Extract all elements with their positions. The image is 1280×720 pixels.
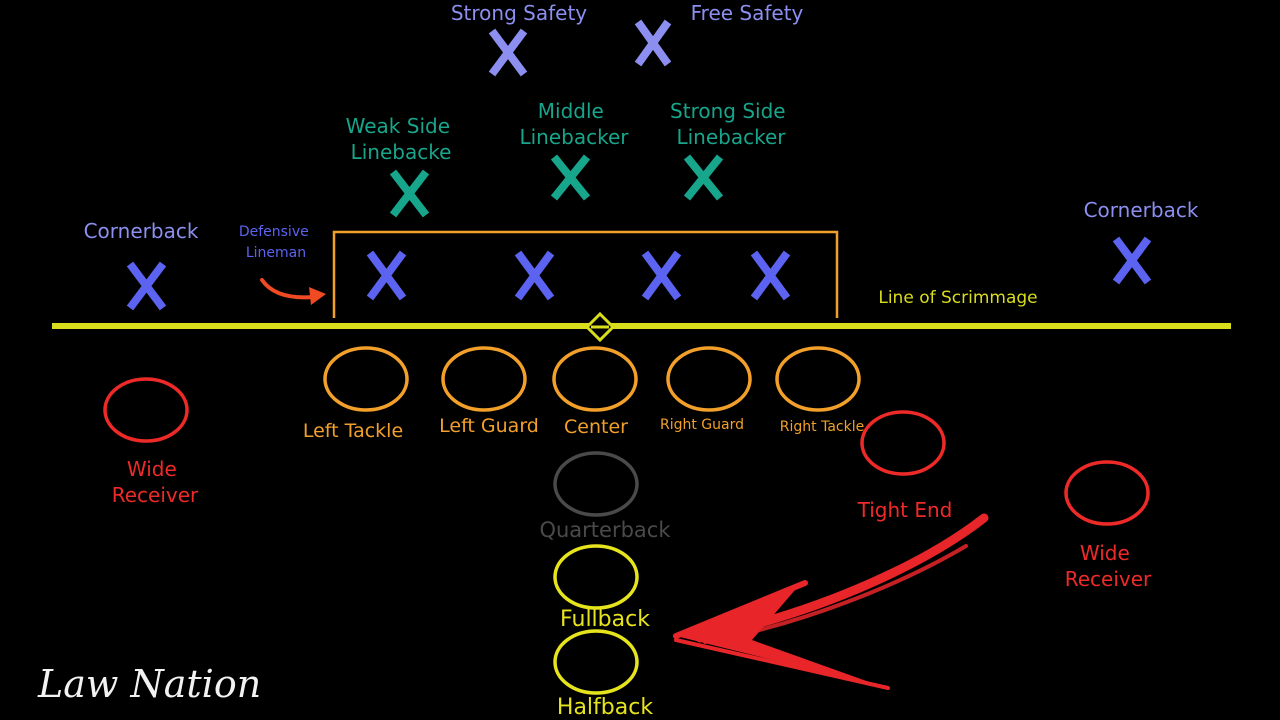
center: Center xyxy=(552,346,638,438)
fullback-label: Fullback xyxy=(560,607,650,632)
right-cornerback: Cornerback xyxy=(1084,198,1199,285)
strong-safety-x-icon xyxy=(488,28,528,77)
center-circle-icon xyxy=(552,346,638,412)
strong-side-linebacker-label: Strong Side Linebacker xyxy=(670,99,792,149)
halfback-circle-icon xyxy=(553,629,639,695)
middle-linebacker-label-line1: Middle xyxy=(538,99,604,123)
defensive-lineman-3-x-icon xyxy=(641,250,682,301)
defensive-lineman-4-x-icon xyxy=(750,250,791,301)
quarterback-label: Quarterback xyxy=(539,518,671,542)
tight-end-circle-icon xyxy=(860,410,946,476)
strong-safety-label: Strong Safety xyxy=(451,1,587,25)
right-wide-receiver-circle-icon xyxy=(1064,460,1150,526)
right-wide-receiver-label: Wide Receiver xyxy=(1065,541,1152,591)
right-cornerback-x-icon xyxy=(1112,236,1152,285)
weak-side-linebacker-label: Weak Side Linebacke xyxy=(346,114,457,164)
left-tackle-circle-icon xyxy=(323,346,409,412)
red-brush-arrow-icon xyxy=(673,513,989,690)
halfback-label: Halfback xyxy=(557,695,653,720)
left-cornerback-label: Cornerback xyxy=(84,219,199,243)
quarterback: Quarterback xyxy=(539,451,671,542)
left-tackle-label: Left Tackle xyxy=(303,420,403,442)
free-safety-x-icon xyxy=(634,19,672,67)
strong-side-linebacker: Strong Side Linebacker xyxy=(670,99,792,201)
right-wide-receiver-label-line1: Wide xyxy=(1080,541,1130,565)
center-label: Center xyxy=(564,416,628,438)
right-guard-circle-icon xyxy=(666,346,752,412)
line-of-scrimmage-label: Line of Scrimmage xyxy=(878,288,1037,308)
left-wide-receiver-label-line2: Receiver xyxy=(112,483,199,507)
right-guard-label: Right Guard xyxy=(660,417,744,433)
defensive-lineman-label: Defensive Lineman xyxy=(239,224,313,261)
fullback: Fullback xyxy=(553,544,650,632)
football-icon xyxy=(584,311,616,343)
right-tackle-circle-icon xyxy=(775,346,861,412)
fullback-circle-icon xyxy=(553,544,639,610)
left-tackle: Left Tackle xyxy=(303,346,409,442)
free-safety-label: Free Safety xyxy=(691,1,804,25)
left-cornerback-x-icon xyxy=(126,261,167,311)
right-wide-receiver: Wide Receiver xyxy=(1064,460,1152,591)
left-wide-receiver: Wide Receiver xyxy=(103,377,199,507)
weak-side-linebacker: Weak Side Linebacke xyxy=(346,114,457,218)
middle-linebacker-x-icon xyxy=(550,154,591,201)
right-wide-receiver-label-line2: Receiver xyxy=(1065,567,1152,591)
left-cornerback: Cornerback xyxy=(84,219,199,311)
tight-end-label: Tight End xyxy=(857,498,953,522)
defensive-lineman-pointer-arrow-icon xyxy=(260,278,316,300)
brand-logo-text: Law Nation xyxy=(37,662,261,706)
defensive-lineman-1-x-icon xyxy=(366,250,407,301)
left-wide-receiver-label-line1: Wide xyxy=(127,457,177,481)
defensive-lineman-label-line1: Defensive xyxy=(239,224,309,240)
middle-linebacker-label: Middle Linebacker xyxy=(519,99,629,149)
left-guard: Left Guard xyxy=(439,346,539,437)
strong-side-linebacker-label-line1: Strong Side xyxy=(670,99,786,123)
right-cornerback-label: Cornerback xyxy=(1084,198,1199,222)
left-guard-label: Left Guard xyxy=(439,415,539,437)
tight-end: Tight End xyxy=(857,410,953,522)
right-tackle: Right Tackle xyxy=(775,346,864,435)
left-guard-circle-icon xyxy=(441,346,527,412)
defensive-lineman-label-line2: Lineman xyxy=(246,245,306,261)
strong-safety: Strong Safety xyxy=(451,1,587,77)
weak-side-linebacker-x-icon xyxy=(389,169,430,218)
defensive-lineman-pointer-arrowhead-icon xyxy=(309,287,326,305)
left-wide-receiver-circle-icon xyxy=(103,377,189,443)
free-safety: Free Safety xyxy=(634,1,804,67)
middle-linebacker: Middle Linebacker xyxy=(519,99,629,201)
middle-linebacker-label-line2: Linebacker xyxy=(519,125,629,149)
strong-side-linebacker-label-line2: Linebacker xyxy=(676,125,786,149)
weak-side-linebacker-label-line1: Weak Side xyxy=(346,114,450,138)
weak-side-linebacker-label-line2: Linebacke xyxy=(351,140,452,164)
defensive-lineman-2-x-icon xyxy=(514,250,555,301)
halfback: Halfback xyxy=(553,629,653,720)
left-wide-receiver-label: Wide Receiver xyxy=(112,457,199,507)
right-guard: Right Guard xyxy=(660,346,752,433)
right-tackle-label: Right Tackle xyxy=(780,419,864,435)
defensive-line-bracket xyxy=(332,230,839,318)
strong-side-linebacker-x-icon xyxy=(683,154,724,201)
quarterback-circle-icon xyxy=(553,451,639,517)
